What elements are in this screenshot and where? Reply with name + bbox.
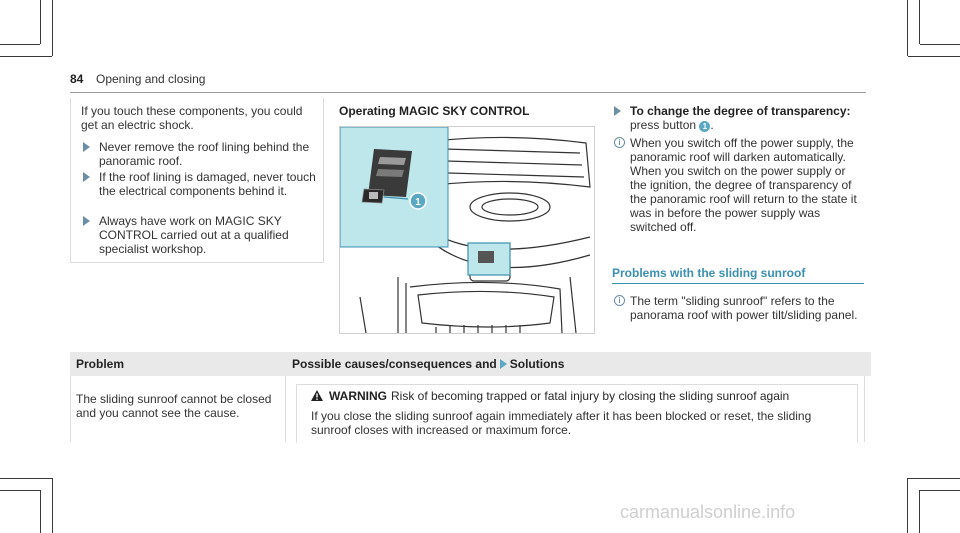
button-number-badge: 1 xyxy=(699,121,711,132)
instruction-step: To change the degree of transparency: pr… xyxy=(612,104,864,132)
info-note: i When you switch off the power supply, … xyxy=(612,136,864,234)
warning-risk-text: Risk of becoming trapped or fatal injury… xyxy=(391,389,790,403)
warning-label: WARNING xyxy=(329,389,387,403)
chapter-title: Opening and closing xyxy=(96,72,206,86)
crop-mark xyxy=(907,478,908,533)
overhead-console-drawing: 1 xyxy=(340,127,591,333)
crop-mark xyxy=(52,478,53,533)
dashboard-illustration: 1 xyxy=(339,126,595,334)
bullet-item: Always have work on MAGIC SKY CONTROL ca… xyxy=(81,214,317,256)
crop-mark xyxy=(907,0,908,56)
section-rule xyxy=(612,283,864,284)
header-rule xyxy=(70,92,866,93)
crop-mark xyxy=(908,56,960,57)
warning-intro-text: If you touch these components, you could… xyxy=(81,104,303,132)
info-note-text: When you switch off the power supply, th… xyxy=(630,136,857,234)
warning-header: WARNING Risk of becoming trapped or fatal… xyxy=(311,389,851,403)
problem-cell: The sliding sunroof cannot be closed and… xyxy=(76,392,272,420)
table-header-solutions: Possible causes/consequences and Solution… xyxy=(286,352,871,376)
section-title: Problems with the sliding sunroof xyxy=(612,266,806,280)
table-divider xyxy=(285,376,286,442)
crop-mark xyxy=(0,490,40,491)
problem-table: Problem Possible causes/consequences and… xyxy=(70,352,871,443)
table-divider xyxy=(864,376,865,442)
bullet-text: If the roof lining is damaged, never tou… xyxy=(99,170,316,198)
warning-triangle-icon xyxy=(311,390,323,401)
info-note-text: The term "sliding sunroof" refers to the… xyxy=(630,294,858,322)
bullet-text: Never remove the roof lining behind the … xyxy=(99,140,310,168)
info-icon: i xyxy=(614,137,625,148)
step-arrow-icon xyxy=(614,106,621,116)
crop-mark xyxy=(0,44,40,45)
step-text: press button xyxy=(630,118,697,132)
crop-mark xyxy=(0,478,52,479)
figure-title: Operating MAGIC SKY CONTROL xyxy=(339,104,530,118)
arrow-icon xyxy=(499,359,507,369)
crop-mark xyxy=(919,0,920,44)
crop-mark xyxy=(52,0,53,56)
warning-box: WARNING Risk of becoming trapped or fatal… xyxy=(296,384,858,443)
figure-callout-number: 1 xyxy=(415,197,421,208)
bullet-item: Never remove the roof lining behind the … xyxy=(81,140,317,168)
bullet-text: Always have work on MAGIC SKY CONTROL ca… xyxy=(99,214,289,256)
page-number: 84 xyxy=(70,72,84,86)
table-divider xyxy=(70,376,71,442)
header-causes-text: Possible causes/consequences and xyxy=(292,357,497,371)
info-icon: i xyxy=(614,295,625,306)
crop-mark xyxy=(920,490,960,491)
warning-continuation-box: If you touch these components, you could… xyxy=(70,98,324,263)
bullet-arrow-icon xyxy=(83,216,90,226)
crop-mark xyxy=(40,0,41,44)
step-body: press button 1. xyxy=(630,118,714,132)
watermark: carmanualsonline.info xyxy=(620,502,796,522)
header-solutions-text: Solutions xyxy=(509,357,565,371)
crop-mark xyxy=(40,490,41,533)
crop-mark xyxy=(0,56,52,57)
crop-mark xyxy=(919,490,920,533)
bullet-arrow-icon xyxy=(83,172,90,182)
info-note: i The term "sliding sunroof" refers to t… xyxy=(612,294,864,322)
crop-mark xyxy=(920,44,960,45)
table-header-problem: Problem xyxy=(70,352,290,376)
bullet-item: If the roof lining is damaged, never tou… xyxy=(81,170,317,198)
step-heading: To change the degree of transparency: xyxy=(630,104,851,118)
warning-body-text: If you close the sliding sunroof again i… xyxy=(311,409,812,437)
bullet-arrow-icon xyxy=(83,142,90,152)
crop-mark xyxy=(908,478,960,479)
